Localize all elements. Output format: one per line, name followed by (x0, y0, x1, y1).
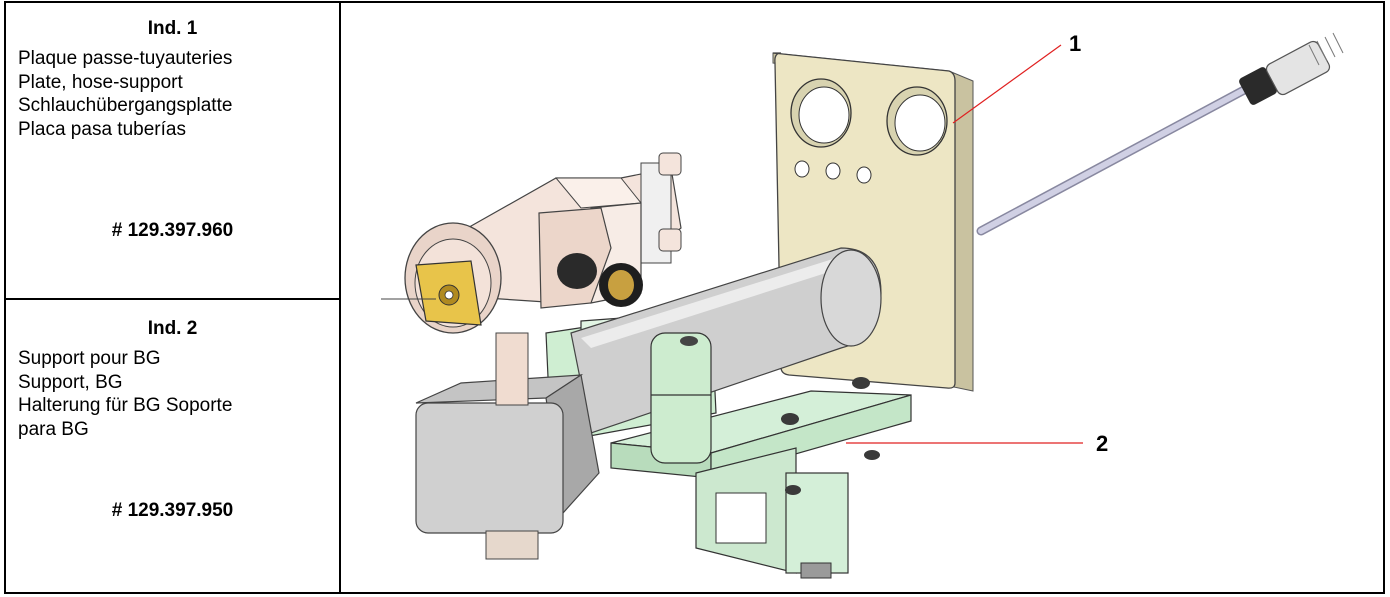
lower-block (415, 332, 600, 560)
hose-connector (1239, 32, 1344, 105)
item-2-heading: Ind. 2 (147, 318, 198, 339)
item-2-part-number: # 129.397.950 (111, 500, 234, 521)
item-1-desc-es: Placa pasa tuberías (18, 118, 186, 140)
item-1-heading: Ind. 1 (147, 18, 198, 39)
item-1-part-number: # 129.397.960 (111, 220, 234, 241)
item-2-desc-line-4: para BG (18, 418, 89, 440)
row-divider (6, 298, 341, 300)
cylinder-clamp (650, 332, 712, 464)
callout-2-label: 2 (1096, 431, 1108, 456)
callout-2: 2 (846, 431, 1108, 456)
item-2-desc-line-2: Support, BG (18, 371, 123, 393)
hose (976, 84, 1251, 236)
callout-1-label: 1 (1069, 31, 1081, 56)
item-1-desc-en: Plate, hose-support (18, 71, 183, 93)
item-2-desc-line-1: Support pour BG (18, 348, 161, 369)
item-1-desc-de: Schlauchübergangsplatte (18, 95, 233, 116)
item-1-cell: Ind. 1 Plaque passe-tuyauteries Plate, h… (6, 17, 339, 241)
assembly-drawing: 1 2 (381, 31, 1344, 579)
cylinder (570, 247, 882, 434)
callout-1: 1 (952, 31, 1081, 124)
item-2-desc-line-3: Halterung für BG Soporte (18, 395, 233, 416)
item-2-cell: Ind. 2 Support pour BG Support, BG Halte… (6, 317, 339, 521)
parts-table: Ind. 1 Plaque passe-tuyauteries Plate, h… (4, 1, 1385, 594)
column-divider (339, 3, 341, 592)
spray-gun (381, 152, 682, 334)
item-1-desc-fr: Plaque passe-tuyauteries (18, 48, 233, 69)
